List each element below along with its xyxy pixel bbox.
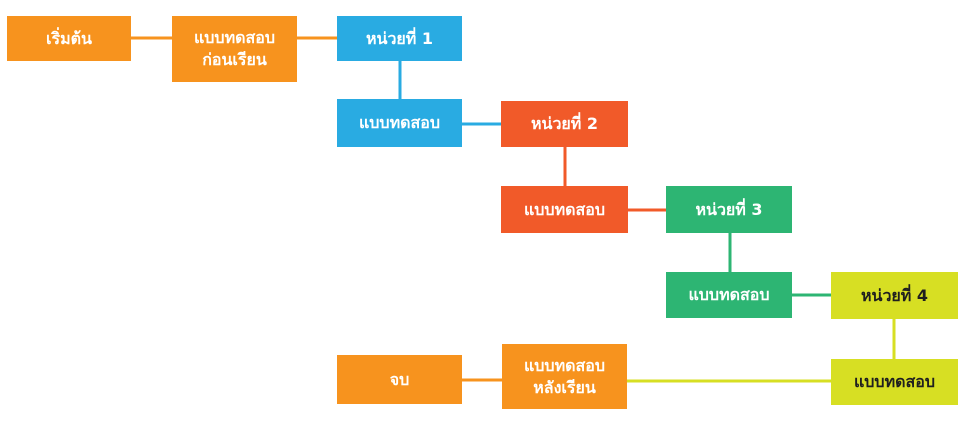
posttest-node-line-1: แบบทดสอบ: [523, 355, 606, 375]
end-node: จบ: [337, 355, 462, 404]
unit4-node-label: หน่วยที่ 4: [860, 285, 929, 305]
posttest-node: แบบทดสอบ หลังเรียน: [502, 344, 627, 409]
unit3-node: หน่วยที่ 3: [666, 186, 792, 233]
unit1-node-label: หน่วยที่ 1: [365, 28, 434, 48]
pretest-node-line-1: แบบทดสอบ: [193, 28, 276, 47]
unit3-test-node-label: แบบทดสอบ: [688, 285, 770, 304]
unit2-test-node: แบบทดสอบ: [501, 186, 628, 233]
unit1-node: หน่วยที่ 1: [337, 16, 462, 61]
unit4-node: หน่วยที่ 4: [831, 272, 958, 319]
unit1-test-node: แบบทดสอบ: [337, 99, 462, 147]
unit2-node-label: หน่วยที่ 2: [530, 114, 599, 133]
unit2-node: หน่วยที่ 2: [501, 101, 628, 147]
end-node-label: จบ: [389, 369, 410, 389]
unit4-test-node: แบบทดสอบ: [831, 359, 958, 405]
start-node: เริ่มต้น: [7, 16, 131, 61]
unit2-test-node-label: แบบทดสอบ: [523, 199, 606, 219]
start-node-label: เริ่มต้น: [46, 28, 92, 48]
posttest-node-line-2: หลังเรียน: [533, 377, 596, 397]
unit3-node-label: หน่วยที่ 3: [695, 199, 763, 219]
pretest-node-line-2: ก่อนเรียน: [202, 50, 267, 69]
pretest-node: แบบทดสอบ ก่อนเรียน: [172, 16, 297, 82]
unit3-test-node: แบบทดสอบ: [666, 272, 792, 318]
unit4-test-node-label: แบบทดสอบ: [853, 372, 936, 391]
unit1-test-node-label: แบบทดสอบ: [358, 113, 441, 132]
